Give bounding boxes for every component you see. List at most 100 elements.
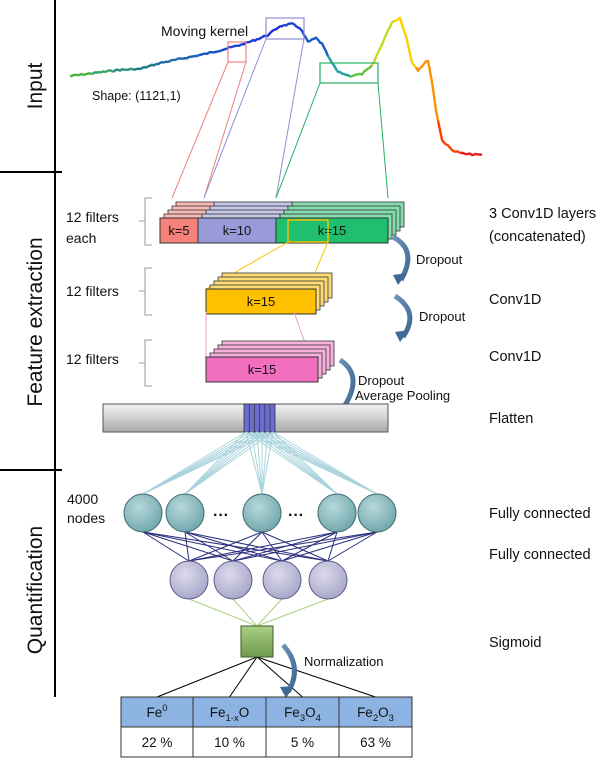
spectrum-segment [220,43,243,52]
dense-layer-1 [123,493,397,533]
spectrum-segment [304,36,330,57]
flatten-highlight [243,403,276,433]
flatten-to-dense-connection [184,431,258,495]
flatten-to-dense-connection [251,431,338,495]
block1-k5-front [159,217,199,244]
output-value-text-2: 5 % [291,735,314,750]
output-header-text-0: Fe0 [146,703,167,720]
spectrum-segment [198,49,222,57]
flatten-to-dense-connection [184,431,252,495]
spectrum-segment [370,19,395,66]
dropout-arrow-3 [338,357,356,412]
spectrum-segment [326,55,351,78]
block2-right-label: Conv1D [489,292,541,308]
output-value-text-1: 10 % [214,735,245,750]
flatten-to-dense-connection [261,431,269,495]
kernel-window-k10 [265,17,305,40]
dense-to-sigmoid-connection [232,598,258,627]
flatten-label: Flatten [489,411,533,427]
normalization-arrow-head [280,686,294,698]
spectrum-segment [459,151,483,157]
block2-front [205,288,317,315]
output-value-text-3: 63 % [360,735,391,750]
flatten-to-dense-connection [184,431,274,495]
dense-node-layer2-2 [262,560,302,600]
block1-filters-line2: each [66,230,96,246]
moving-kernel-label: Moving kernel [161,23,248,39]
dense-connection [261,531,283,562]
flatten-to-dense-connection [261,431,274,495]
output-value-text-0: 22 % [142,735,173,750]
sigmoid-to-output-connection [156,656,258,698]
flatten-to-dense-connection [245,431,338,495]
dense-connection [184,531,234,562]
dense-connection [281,531,338,562]
ellipsis-right: ··· [288,507,304,524]
spectrum-segment [90,69,113,76]
block1-kernel-label-0: k=5 [168,223,189,238]
average-pooling-label: Average Pooling [355,388,450,403]
dense-connection [184,531,329,562]
kernel-window-k5 [227,41,247,63]
dense-connection [188,531,378,562]
spectrum-segment [349,64,373,78]
input-spectrum [69,16,483,157]
dense-connections [142,431,378,698]
output-header-cell-3 [338,696,413,728]
sigmoid-to-output-connection [256,656,303,698]
sigmoid-to-output-connection [229,656,258,698]
block1-k15-highlight [287,219,329,243]
spectrum-segment [133,62,157,72]
section-labels: Input Feature extraction Quantification [0,0,62,697]
flatten-to-dense-connection [184,431,263,495]
dense-node-layer1-4 [357,493,397,533]
input-shape-label: Shape: (1121,1) [92,89,181,103]
dense-connection [188,531,263,562]
sigmoid-node [240,625,274,658]
dropout-label-1: Dropout [416,252,463,267]
output-value-cell-1 [192,726,267,758]
dense-connection [232,531,263,562]
block1-right-label-2: (concatenated) [489,229,586,245]
block1-kernel-label-2: k=15 [318,223,347,238]
dense-node-layer2-0 [169,560,209,600]
block3-brace [139,339,152,387]
section-label-quantification: Quantification [24,526,47,654]
dense-node-layer1-2 [242,493,282,533]
block1-right-label-1: 3 Conv1D layers [489,206,596,222]
block3-right-label: Conv1D [489,349,541,365]
conv-block-3: k=15 [205,340,335,383]
spectrum-segment [176,54,200,61]
nodes-label-line1: 4000 [67,491,98,507]
projection-lines [171,38,389,199]
spectrum-segment [155,57,178,66]
output-header-text-3: Fe2O3 [357,705,394,724]
dense-node-layer1-1 [165,493,205,533]
dense-connection [188,531,338,562]
dense-to-sigmoid-connection [256,598,329,627]
dense-connection [327,531,378,562]
dense-connection [184,531,283,562]
sigmoid-label: Sigmoid [489,635,541,651]
dense-node-layer1-3 [317,493,357,533]
block1-k10-front [197,217,277,244]
spectrum-segment [112,67,135,73]
spectrum-segment [393,16,417,69]
flatten-to-dense-connection [267,431,338,495]
spectrum-segment [241,36,263,46]
dense-to-sigmoid-connection [188,598,258,627]
fully-connected-label-2: Fully connected [489,547,591,563]
flatten-to-dense-connection [272,431,338,495]
flatten-to-dense-connection [272,431,378,495]
spectrum-segment [69,72,92,78]
output-header-text-2: Fe3O4 [284,705,321,724]
spectrum-segment [414,59,440,121]
dense-connection [261,531,329,562]
dense-connection [184,531,190,562]
flatten-to-dense-connection [256,431,338,495]
block2-kernel-label: k=15 [247,294,276,309]
dense-connection [281,531,378,562]
dense-layer-2 [169,560,348,600]
